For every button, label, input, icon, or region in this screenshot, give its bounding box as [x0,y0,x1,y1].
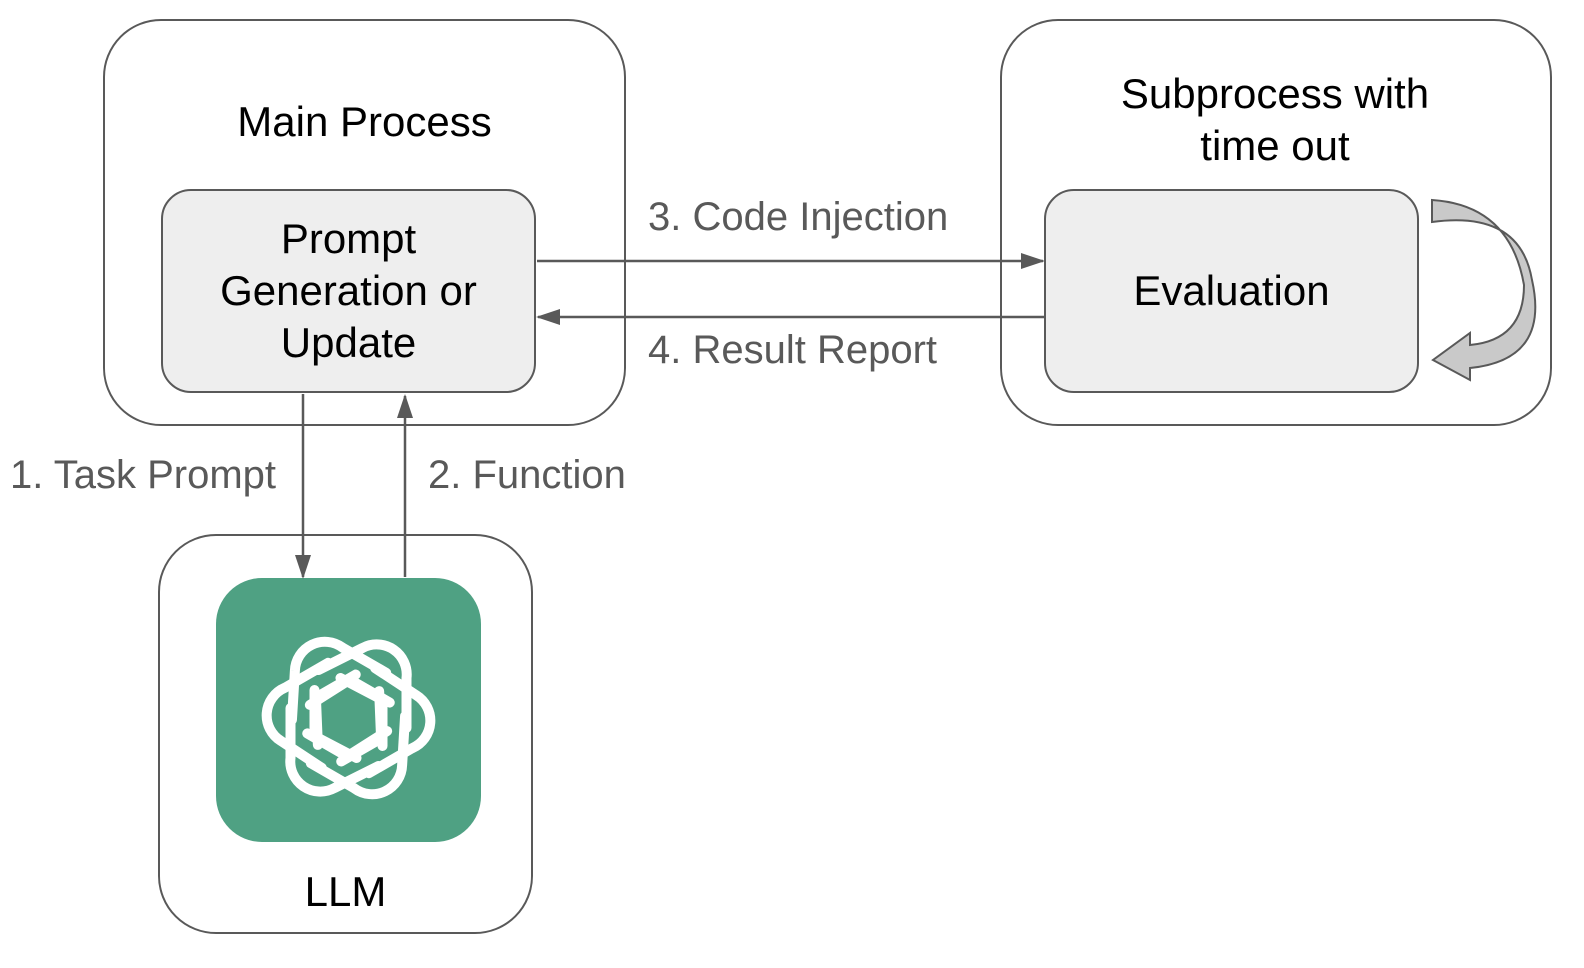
evaluation-box: Evaluation [1044,189,1419,393]
evaluation-label: Evaluation [1133,267,1330,314]
code-injection-label: 3. Code Injection [648,195,949,239]
function-label: 2. Function [428,453,626,497]
main-process-title: Main Process [237,98,492,145]
llm-label: LLM [304,868,387,915]
prompt-generation-label: Prompt Generation or Update [220,215,477,366]
result-report-label: 4. Result Report [648,328,938,372]
subprocess-title: Subprocess with time out [1120,70,1430,169]
prompt-generation-box: Prompt Generation or Update [161,189,536,393]
task-prompt-label: 1. Task Prompt [10,453,277,497]
openai-logo-icon [216,578,481,842]
loop-arrow [1431,198,1537,382]
